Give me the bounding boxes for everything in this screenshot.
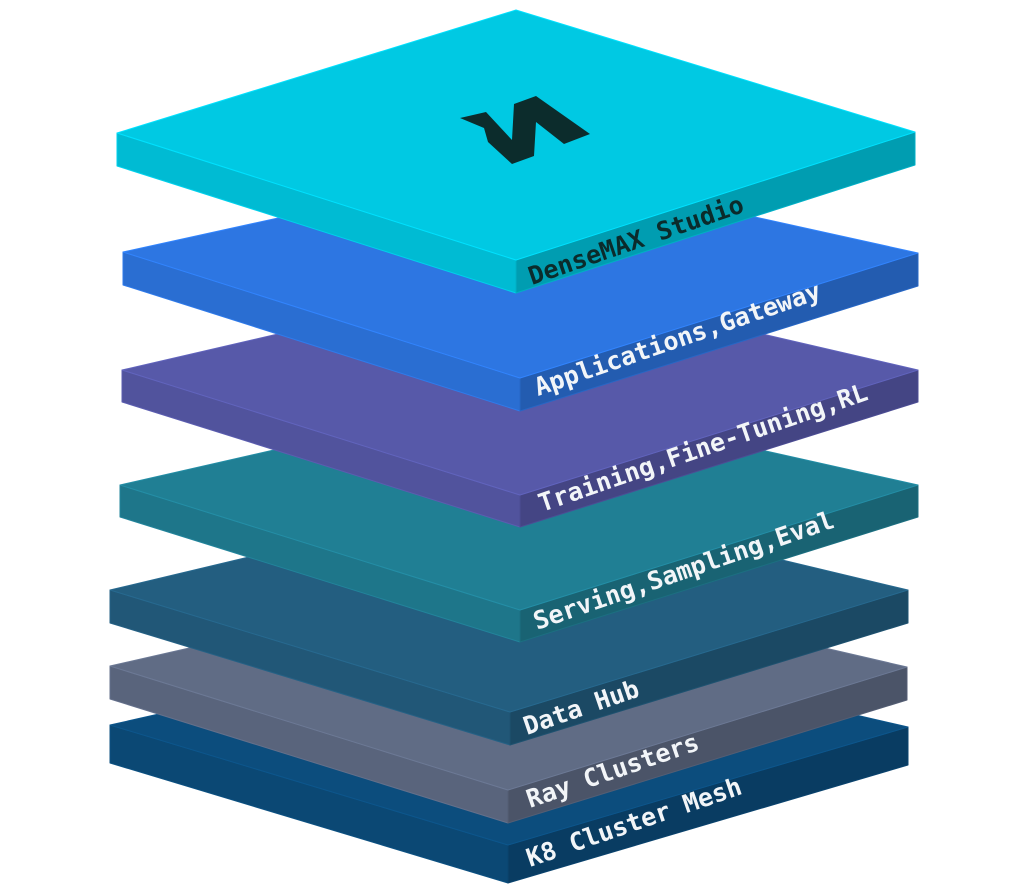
densemax-logo-icon bbox=[460, 96, 590, 164]
